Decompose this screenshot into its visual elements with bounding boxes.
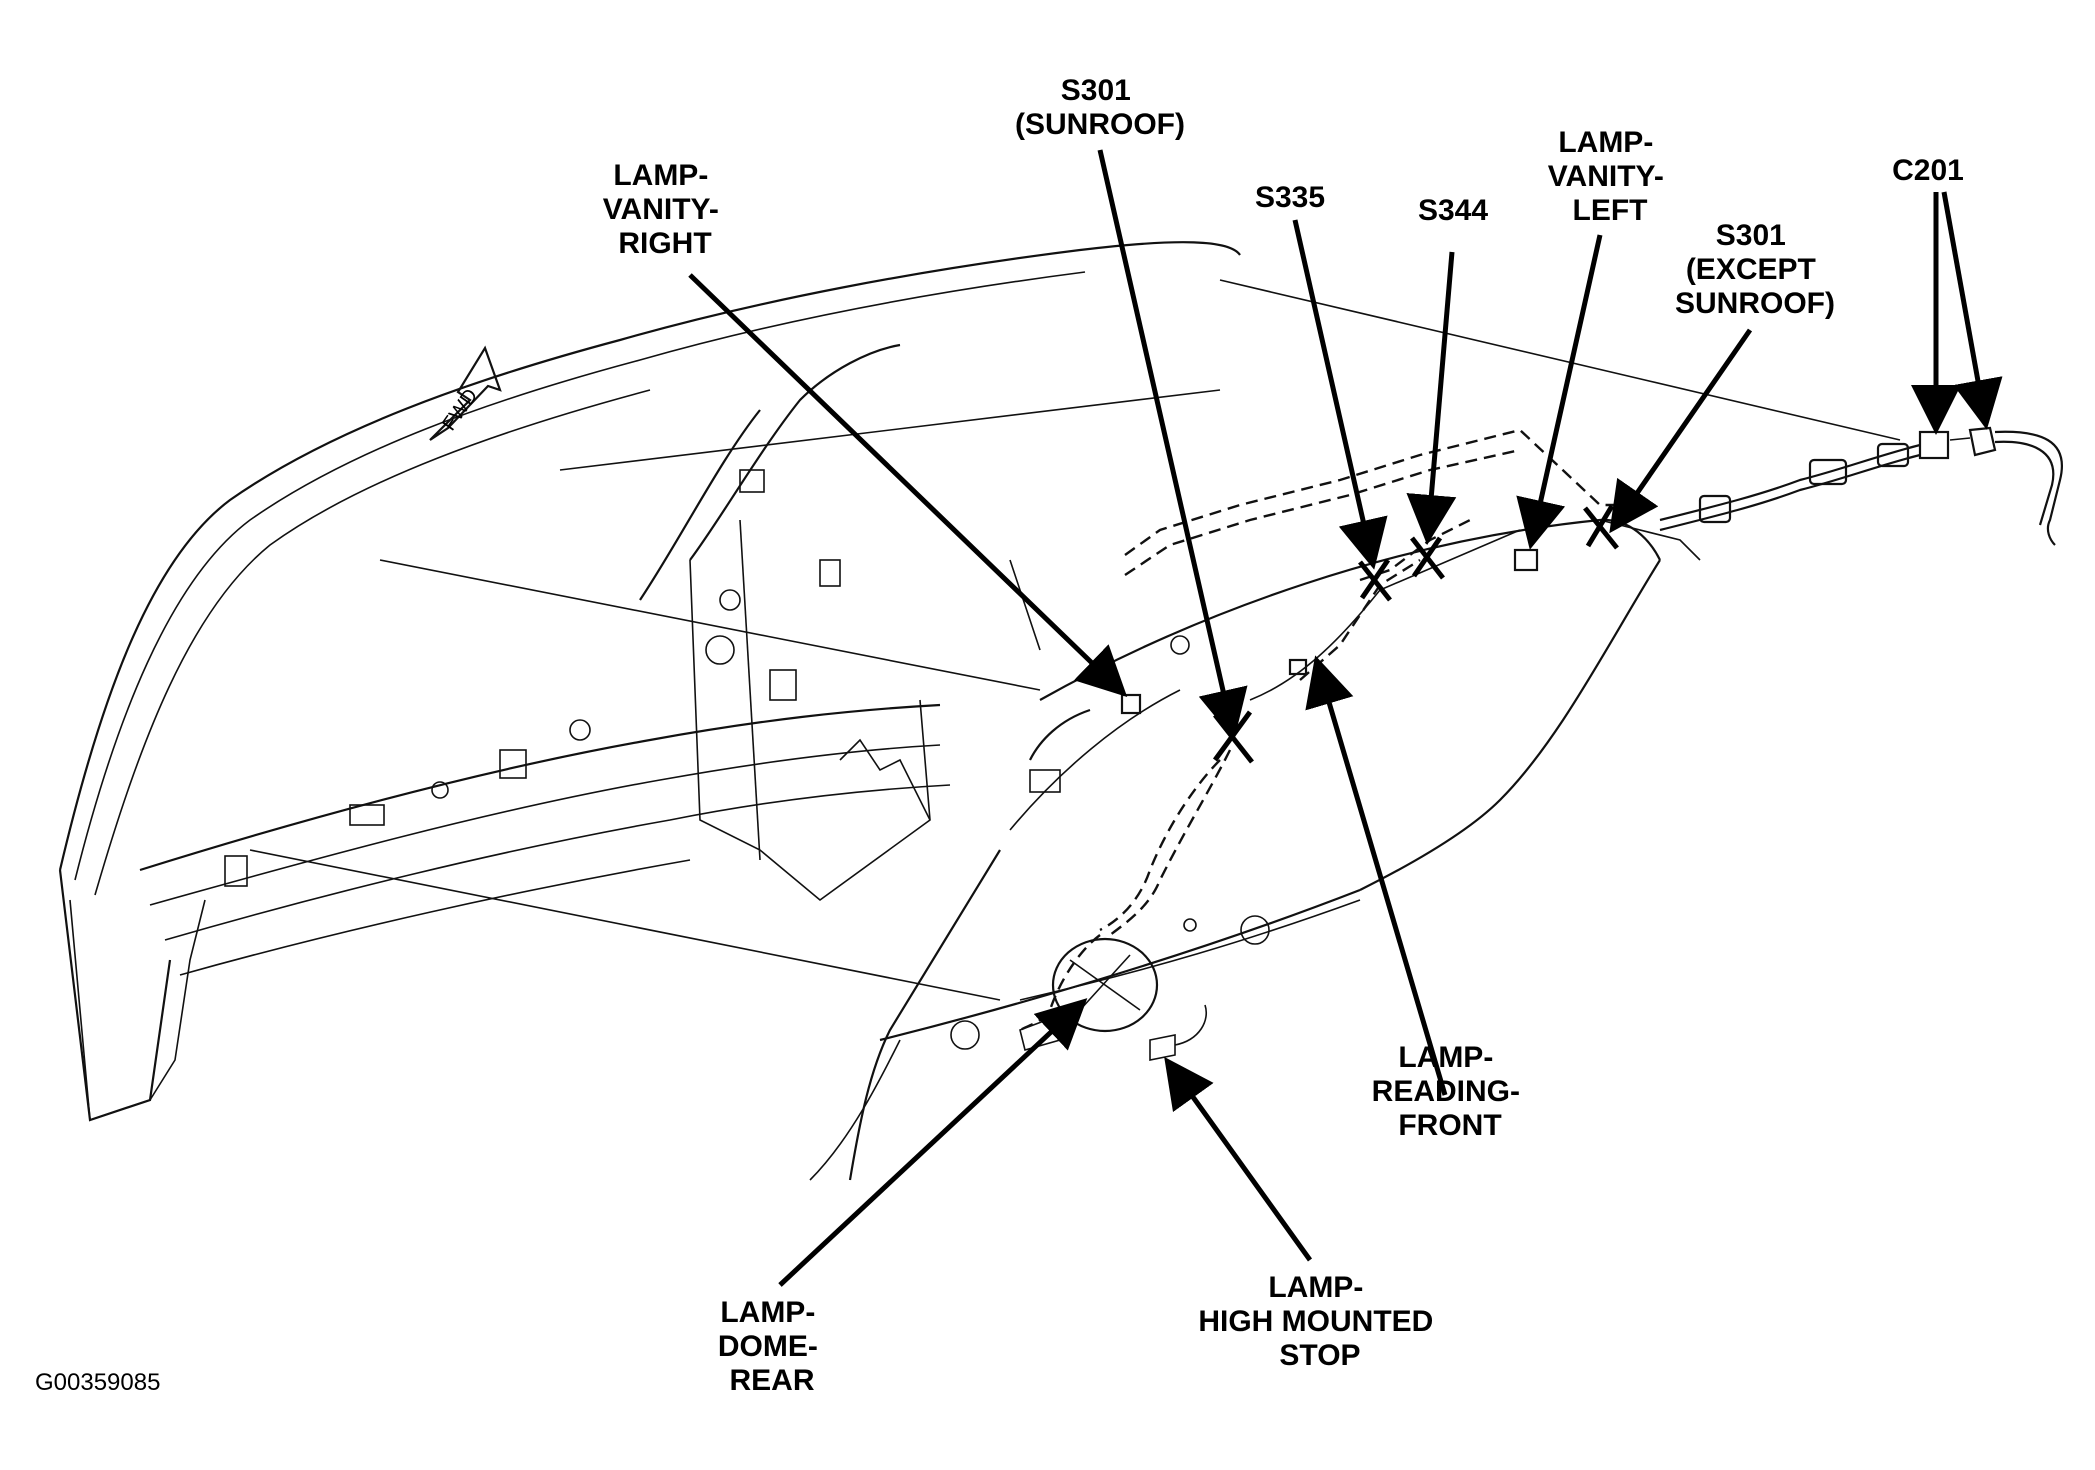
- callout-labels: S301 (SUNROOF) LAMP- VANITY- RIGHT S335 …: [603, 74, 1964, 1397]
- splice-marks: [1212, 504, 1619, 764]
- leader-s335: [1292, 219, 1388, 570]
- label-c201: C201: [1892, 154, 1964, 187]
- leader-s301-except-sunroof: [1609, 328, 1753, 534]
- label-lamp-vanity-right: LAMP- VANITY- RIGHT: [603, 159, 727, 260]
- label-s335: S335: [1255, 181, 1325, 214]
- label-lamp-high-mounted-stop: LAMP- HIGH MOUNTED STOP: [1198, 1271, 1441, 1372]
- label-lamp-dome-rear: LAMP- DOME- REAR: [718, 1296, 826, 1397]
- fwd-arrow-icon: FWD: [429, 345, 502, 441]
- label-lamp-vanity-left: LAMP- VANITY- LEFT: [1548, 126, 1672, 227]
- splice-x-s344: [1410, 536, 1445, 580]
- leader-lamp-vanity-right: [688, 273, 1128, 697]
- leader-c201-b: [1941, 191, 2003, 430]
- label-s301-except-sunroof: S301 (EXCEPT SUNROOF): [1675, 219, 1835, 320]
- leader-s344: [1406, 251, 1457, 545]
- vehicle-body-outline: FWD: [58, 241, 1901, 1181]
- leader-lamp-dome-rear: [778, 998, 1088, 1287]
- label-s301-sunroof: S301 (SUNROOF): [1015, 74, 1185, 141]
- leader-lamp-vanity-left: [1516, 234, 1603, 550]
- leader-lamp-reading-front: [1305, 655, 1448, 1096]
- leader-lamp-high-mounted-stop: [1164, 1056, 1313, 1262]
- leader-s301-sunroof: [1097, 149, 1248, 740]
- splice-x-s301-sunroof: [1212, 710, 1254, 764]
- label-lamp-reading-front: LAMP- READING- FRONT: [1372, 1041, 1529, 1142]
- figure-id: G00359085: [35, 1369, 160, 1396]
- wiring-harness: [1019, 426, 2063, 1032]
- label-s344: S344: [1418, 194, 1488, 227]
- splice-x-s301-except-sunroof: [1583, 504, 1619, 550]
- leader-lines: [688, 149, 2003, 1287]
